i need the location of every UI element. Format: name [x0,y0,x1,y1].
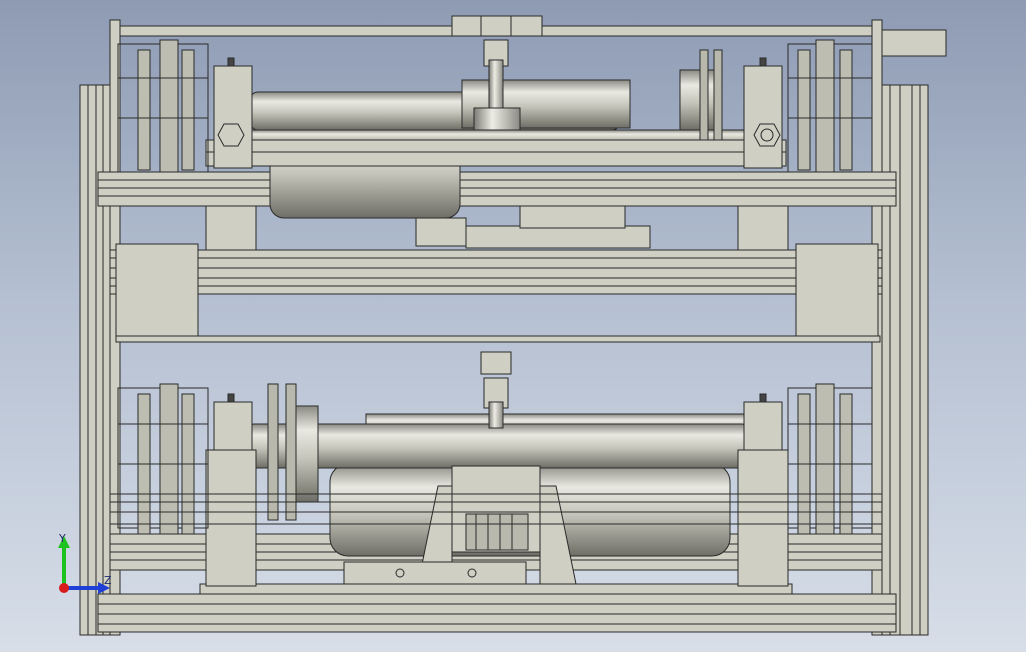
lower-gear-left [117,383,209,535]
lower-shaft [247,423,749,469]
upper-side-block [881,29,947,57]
lower-gear-right [787,383,873,535]
upper-rail [97,171,897,207]
middle-rail [109,243,883,343]
lower-motor-base [199,561,793,595]
z-axis-head [98,582,110,594]
upper-motor-body [249,79,651,249]
x-axis-dot [59,583,69,593]
lower-bearing-block-left [205,393,257,587]
upper-bearing-block-left [205,57,257,251]
lower-inner-frame [109,493,883,525]
lower-gearbox [417,465,577,585]
upper-gear-right [787,39,873,173]
y-axis-label: Y [58,532,66,545]
z-axis-label: Z [104,574,112,587]
upper-drive-shaft [473,15,521,131]
y-axis-head [58,536,70,548]
bottom-rail [97,593,897,633]
upper-bearing-block-right [737,57,789,251]
upper-pulley [679,49,723,141]
axis-triad[interactable]: Y Z [40,526,130,616]
upper-shaft [205,129,787,167]
lower-drive-shaft [480,351,512,429]
upper-gear-left [117,39,209,173]
lower-bearing-block-right [737,393,789,587]
lower-pulley [267,383,319,521]
